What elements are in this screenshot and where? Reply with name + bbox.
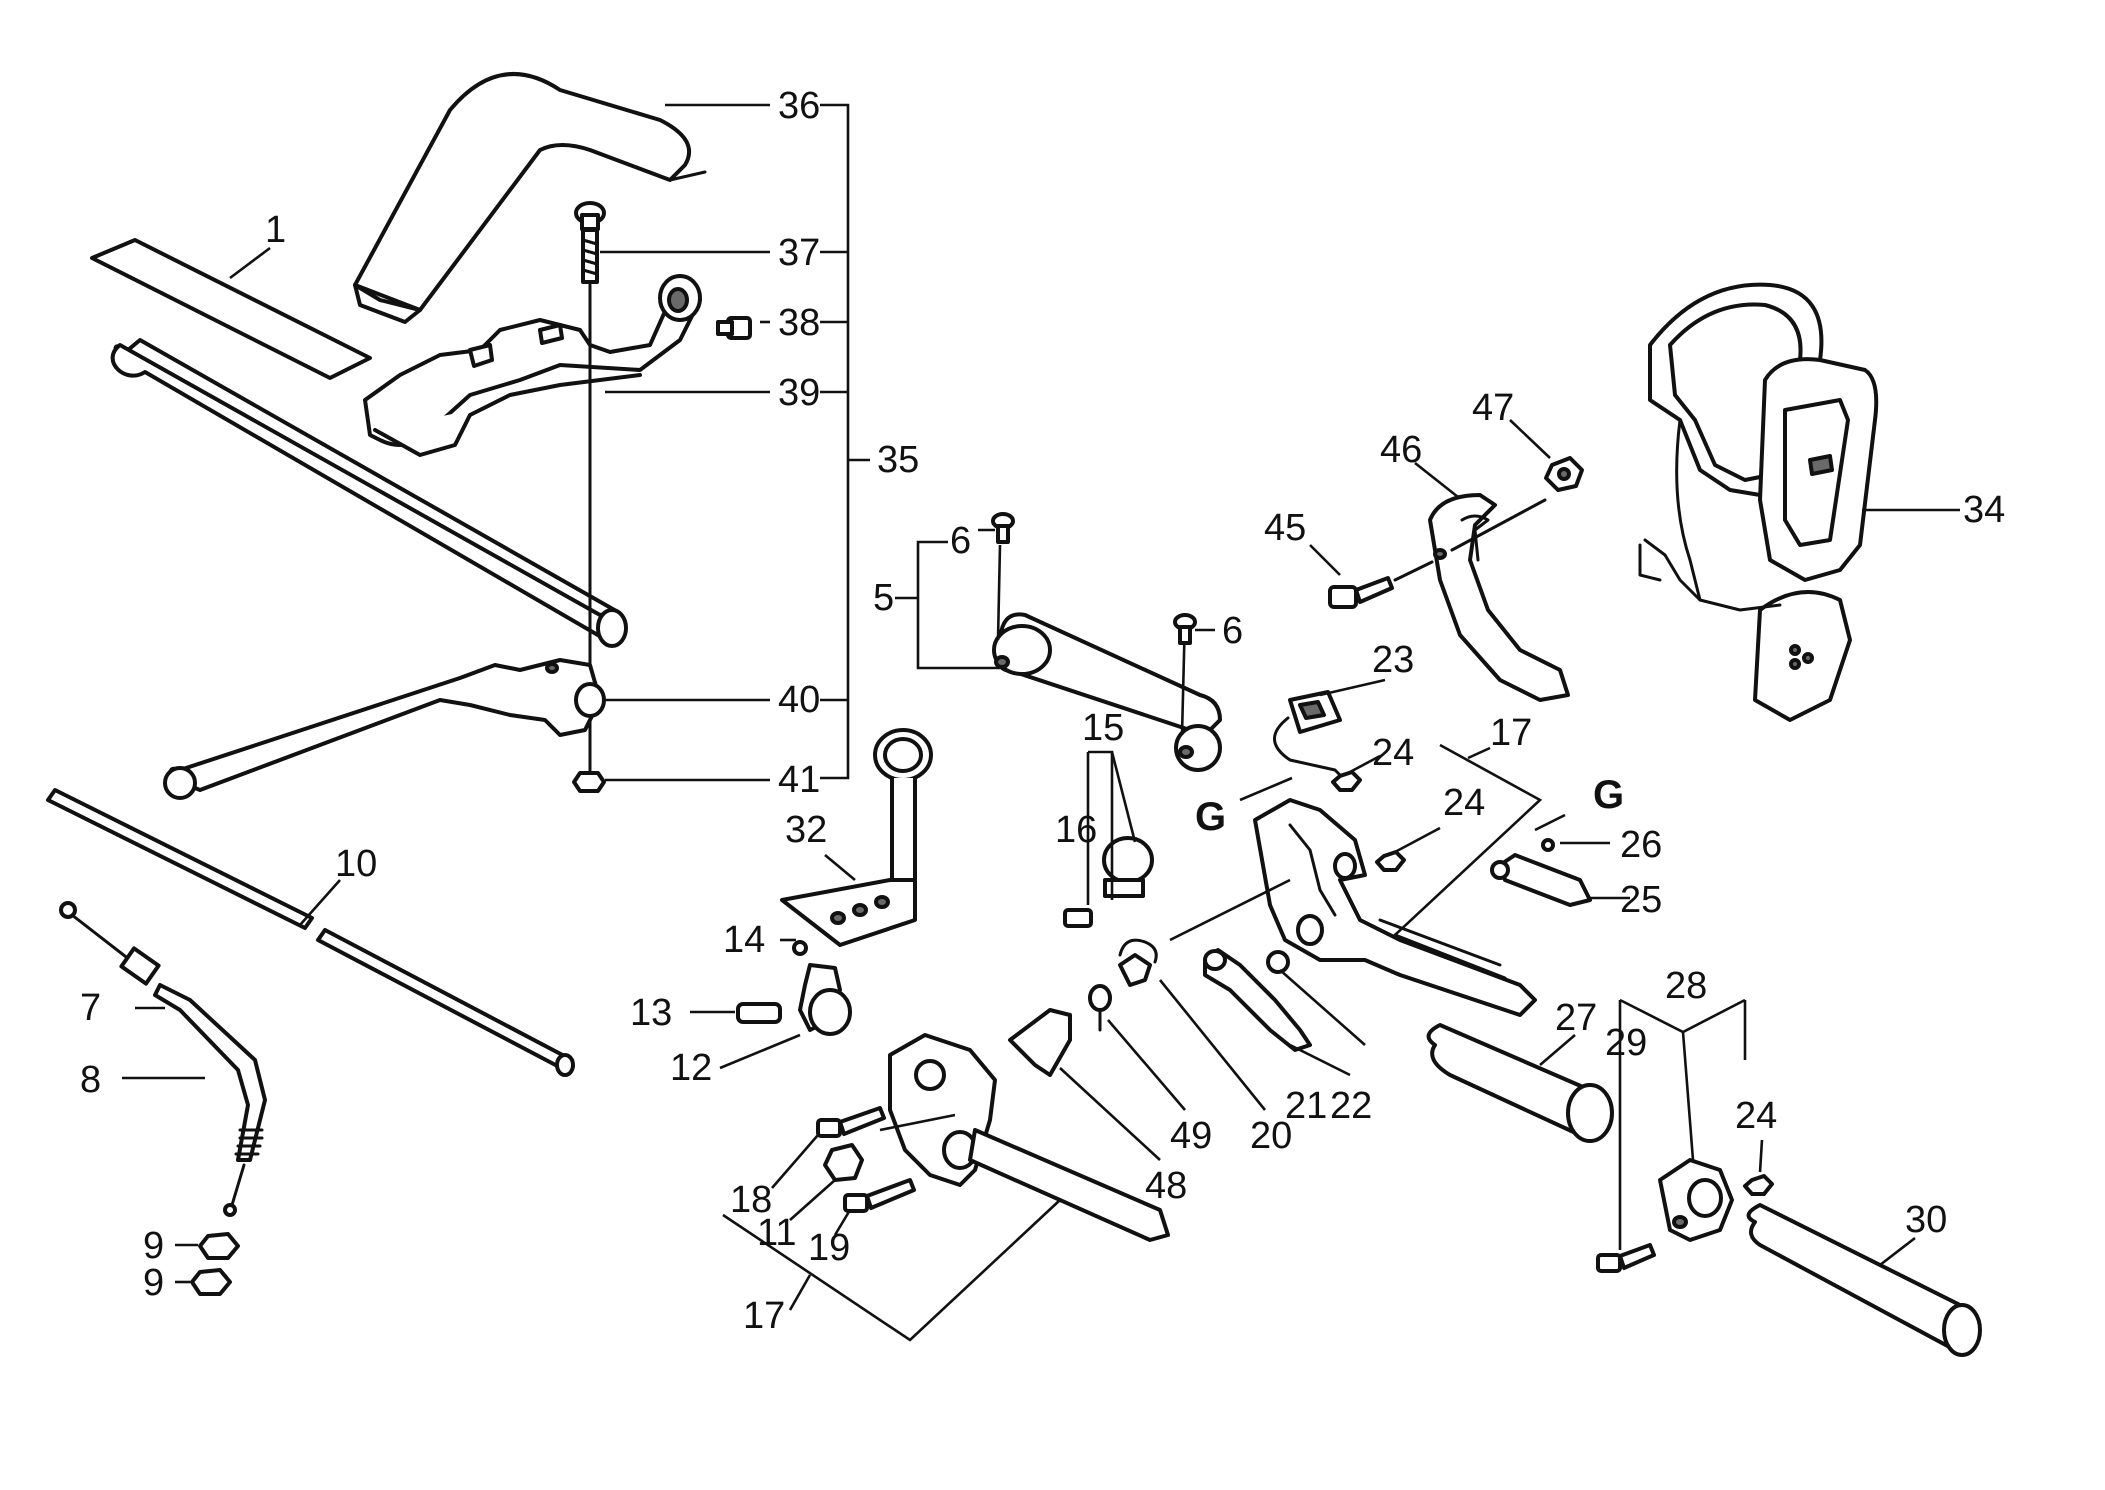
label-30: 30 [1905, 1199, 1947, 1241]
label-38: 38 [778, 302, 820, 344]
label-24a: 24 [1372, 732, 1414, 774]
label-9b: 9 [143, 1262, 164, 1304]
label-17b: 17 [743, 1295, 785, 1337]
label-47: 47 [1472, 387, 1514, 429]
label-10: 10 [335, 843, 377, 885]
label-48: 48 [1145, 1165, 1187, 1207]
label-23: 23 [1372, 639, 1414, 681]
label-39: 39 [778, 372, 820, 414]
bracket-17-lower [722, 1199, 1061, 1342]
part-32-strap-hanger [780, 728, 933, 947]
part-6-screws [978, 512, 1215, 645]
part-39-upper-clamp [363, 274, 702, 457]
label-18: 18 [730, 1179, 772, 1221]
part-23-stop-switch [1273, 678, 1386, 782]
label-37: 37 [778, 232, 820, 274]
label-6a: 6 [950, 520, 971, 562]
label-29: 29 [1605, 1022, 1647, 1064]
label-26: 26 [1620, 824, 1662, 866]
part-15-16-clamp [1063, 750, 1154, 928]
part-47-nut [1509, 419, 1584, 492]
label-17a: 17 [1490, 712, 1532, 754]
label-25: 25 [1620, 879, 1662, 921]
part-9-nuts [175, 1232, 240, 1296]
label-27: 27 [1555, 997, 1597, 1039]
part-17-throttle-housing [1253, 798, 1537, 1017]
label-g-right: G [1593, 773, 1624, 817]
label-46: 46 [1380, 429, 1422, 471]
label-11: 11 [757, 1212, 796, 1254]
part-27-grip [1426, 1023, 1614, 1143]
label-41: 41 [778, 759, 820, 801]
label-g-left: G [1195, 795, 1226, 839]
label-49: 49 [1170, 1115, 1212, 1157]
part-7-8-throttle-cable [59, 901, 267, 1217]
label-8: 8 [80, 1059, 101, 1101]
label-24b: 24 [1443, 782, 1485, 824]
bracket-17-upper [1394, 743, 1543, 936]
part-24-nuts [1331, 754, 1774, 1196]
label-36: 36 [778, 85, 820, 127]
part-17-handle-half [879, 1033, 1170, 1242]
part-40-lower-clamp [163, 658, 606, 800]
label-16: 16 [1055, 809, 1097, 851]
part-5-handlebar-arm [895, 540, 1222, 772]
bracket-35 [229, 103, 870, 782]
label-12: 12 [670, 1047, 712, 1089]
label-32: 32 [785, 809, 827, 851]
label-15: 15 [1082, 707, 1124, 749]
label-22: 22 [1330, 1085, 1372, 1127]
part-18-19-screws [771, 1106, 916, 1236]
callout-labels: 1 35 36 37 38 39 40 41 10 7 8 9 9 32 14 … [80, 85, 2005, 1337]
part-25-26-trigger-lock [1490, 838, 1630, 907]
g-indicators [1239, 776, 1566, 832]
shaft-tube [110, 338, 628, 648]
label-1: 1 [265, 209, 286, 251]
label-21: 21 [1285, 1085, 1327, 1127]
part-28-29-clamp [1596, 998, 1747, 1273]
part-30-tube [1746, 1203, 1982, 1357]
label-20: 20 [1250, 1115, 1292, 1157]
label-40: 40 [778, 679, 820, 721]
part-36-loop-handle [353, 72, 707, 324]
label-13: 13 [630, 992, 672, 1034]
part-11-cap [789, 1143, 864, 1221]
part-38-screw [716, 316, 752, 340]
part-1-decal [90, 238, 372, 380]
part-45-bolt [1309, 544, 1434, 609]
label-35: 35 [877, 439, 919, 481]
part-20-21-22-trigger [1118, 878, 1366, 1111]
label-28: 28 [1665, 965, 1707, 1007]
label-34: 34 [1963, 489, 2005, 531]
part-46-hip-pad [1414, 461, 1570, 702]
label-5: 5 [873, 577, 894, 619]
part-12-13-14-clamp [690, 938, 852, 1070]
part-49-spring [1088, 984, 1186, 1111]
part-48-lever [1008, 1008, 1161, 1161]
label-19: 19 [808, 1227, 850, 1269]
label-24c: 24 [1735, 1095, 1777, 1137]
label-6b: 6 [1222, 610, 1243, 652]
part-41-nut [572, 771, 606, 793]
label-7: 7 [80, 987, 101, 1029]
part-34-harness [1638, 282, 1960, 722]
label-45: 45 [1264, 507, 1306, 549]
label-9a: 9 [143, 1225, 164, 1267]
label-14: 14 [723, 919, 765, 961]
part-10-drive-shaft [46, 788, 575, 1077]
part-37-bolt [574, 201, 606, 772]
